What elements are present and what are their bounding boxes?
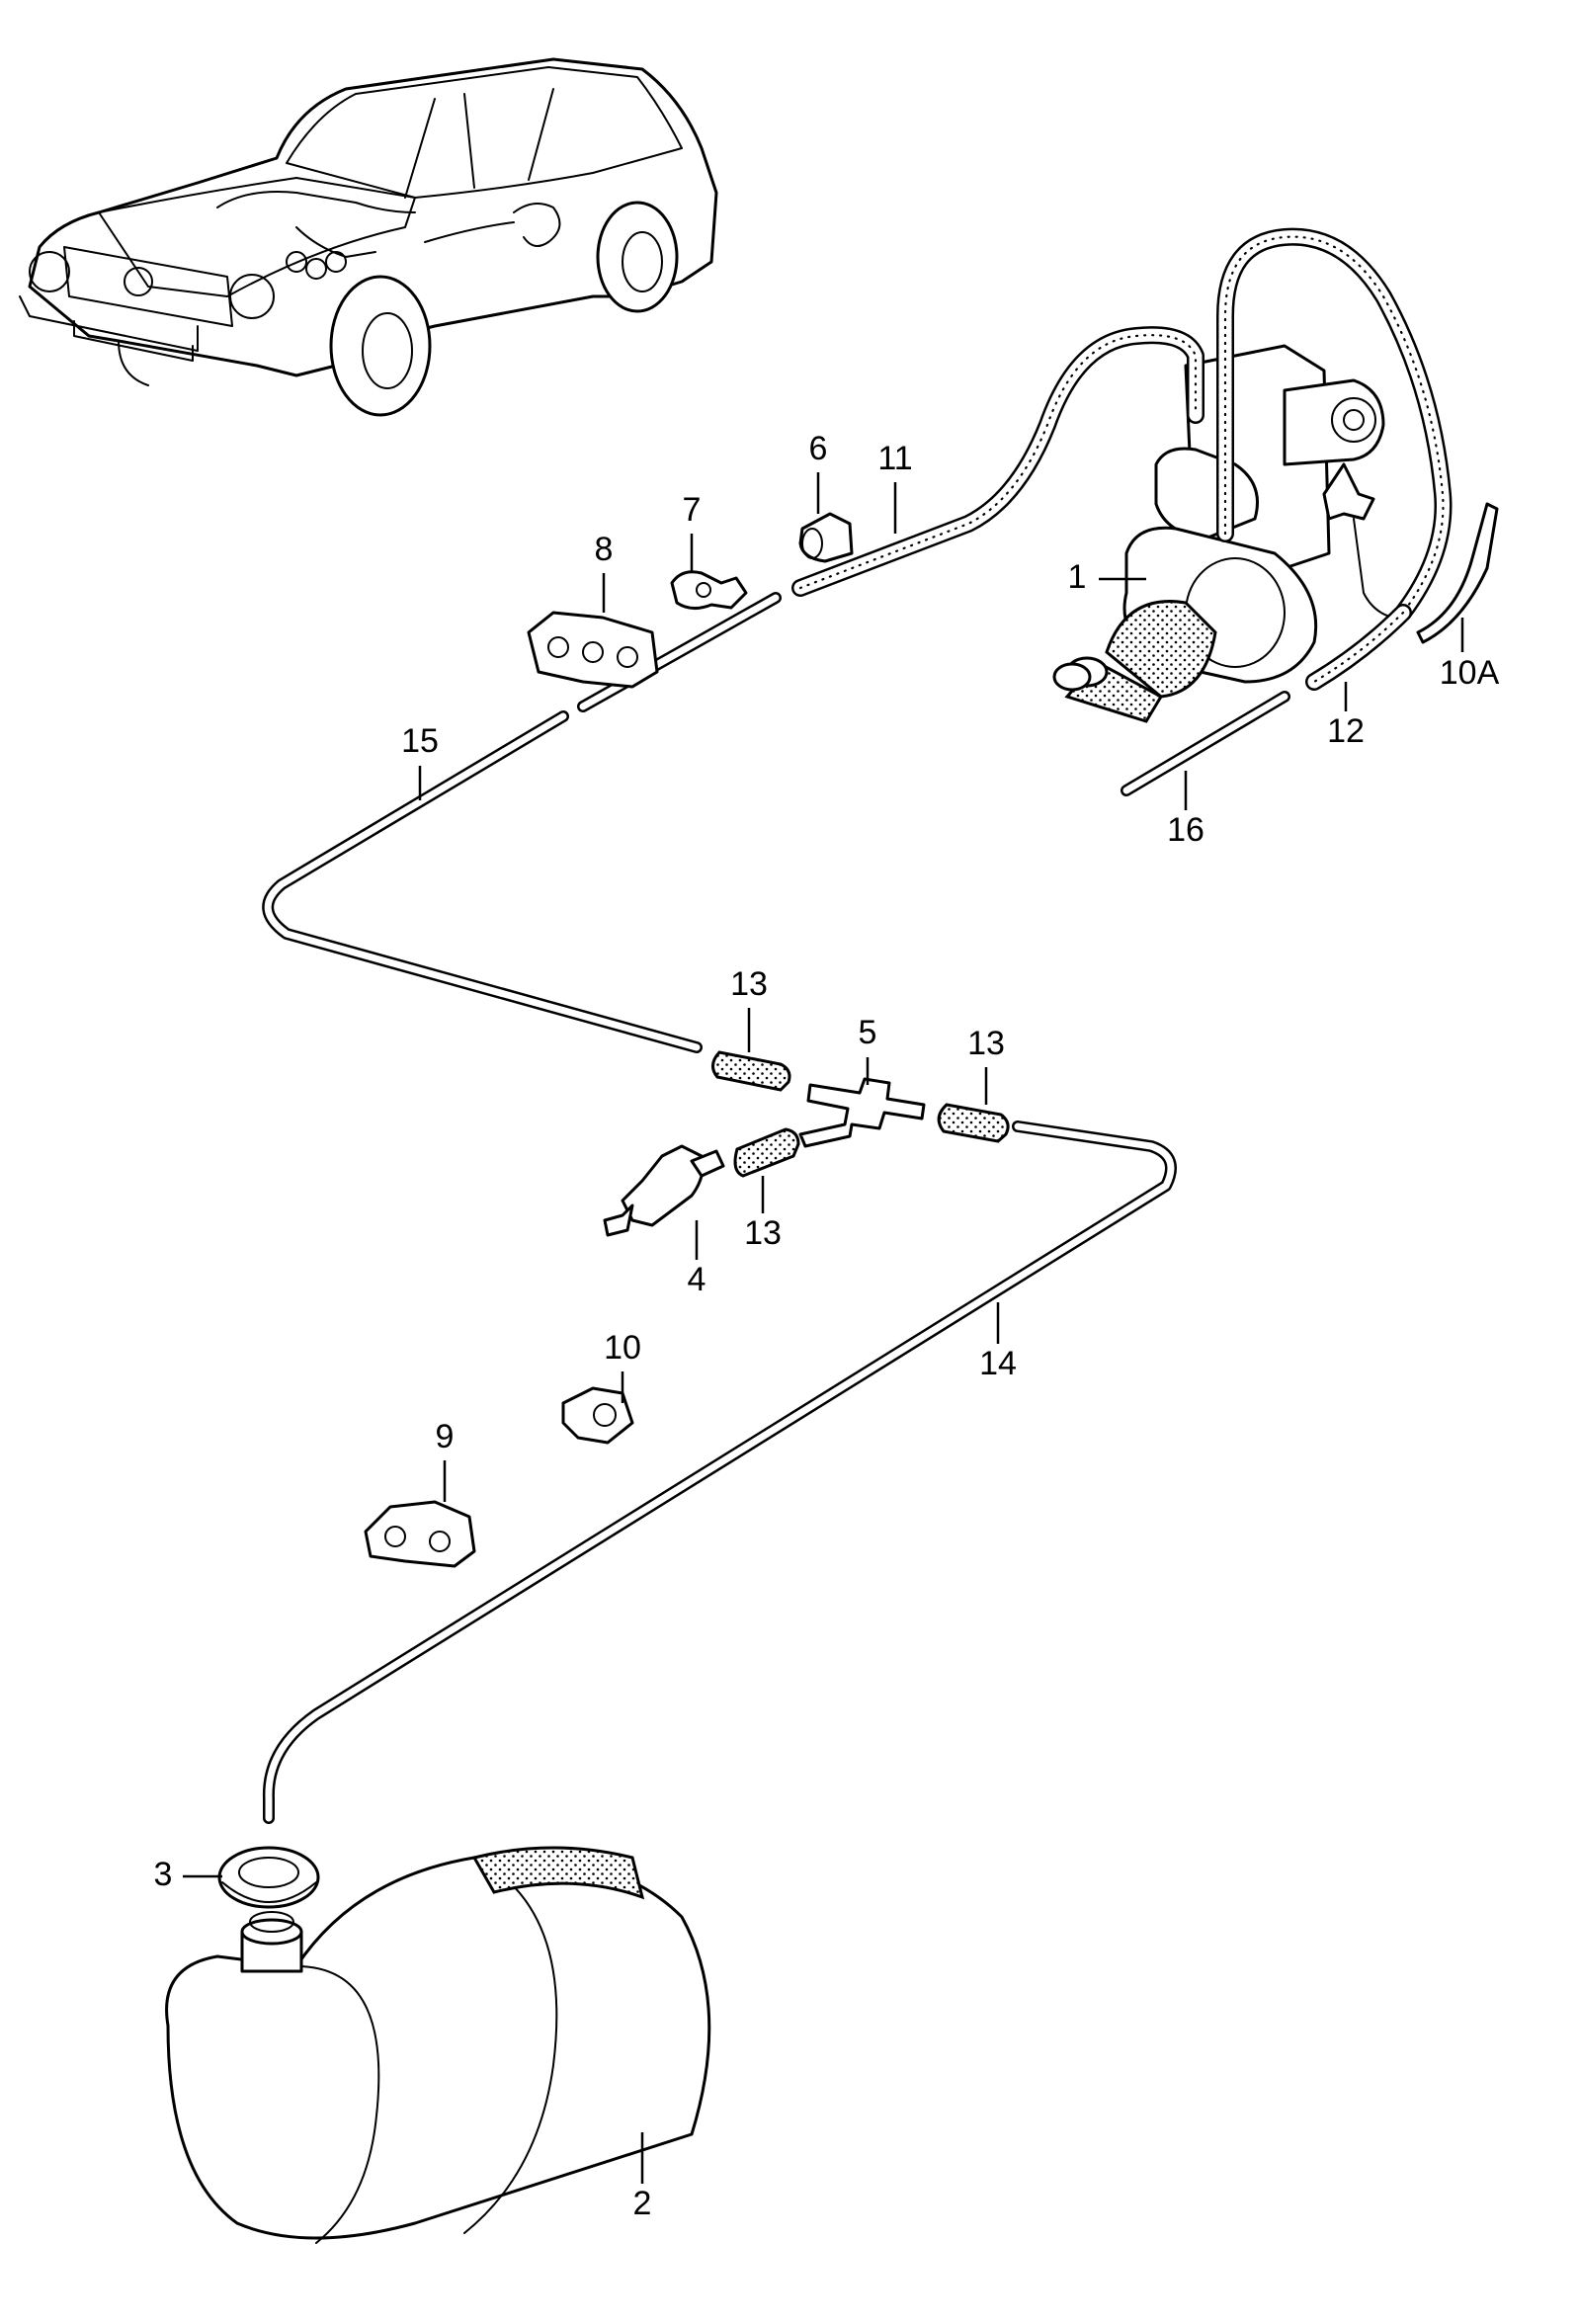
callout-16: 16 (1167, 811, 1204, 849)
callout-3: 3 (154, 1856, 173, 1893)
part-10-clip (561, 1386, 634, 1445)
callout-5: 5 (859, 1014, 877, 1051)
part-5-t-piece (798, 1077, 926, 1148)
part-8-holder (527, 611, 659, 689)
callout-1: 1 (1068, 558, 1087, 596)
part-7-clip (670, 570, 748, 610)
callout-11: 11 (877, 440, 912, 477)
callout-12: 12 (1327, 712, 1365, 750)
callout-7: 7 (683, 491, 702, 529)
callout-15: 15 (401, 722, 439, 760)
leaders (183, 472, 1464, 2184)
part-4-check-valve (603, 1144, 725, 1237)
part-3-ring-nut (217, 1846, 320, 1909)
callout-6: 6 (809, 430, 828, 467)
callout-labels: 1 2 3 4 5 6 7 8 9 10 10A 11 12 13 13 13 … (154, 430, 1500, 2222)
part-13-connector-left (711, 1050, 791, 1092)
callout-10: 10 (604, 1329, 641, 1367)
callout-14: 14 (979, 1345, 1017, 1382)
part-6-cap (798, 512, 854, 563)
callout-8: 8 (595, 531, 614, 568)
callout-9: 9 (436, 1418, 455, 1455)
callout-13b: 13 (967, 1025, 1005, 1062)
part-13-connector-right (937, 1103, 1010, 1143)
part-2-reservoir-tank (165, 1846, 711, 2244)
part-9-holder (364, 1500, 476, 1568)
car-illustration (19, 57, 718, 417)
callout-10a: 10A (1440, 654, 1500, 692)
part-13-connector-lower (733, 1127, 800, 1178)
callout-13a: 13 (730, 965, 768, 1003)
callout-13c: 13 (744, 1214, 782, 1252)
pipes (262, 592, 1290, 1824)
callout-2: 2 (633, 2185, 652, 2222)
hoses (791, 227, 1453, 691)
callout-4: 4 (688, 1261, 706, 1298)
